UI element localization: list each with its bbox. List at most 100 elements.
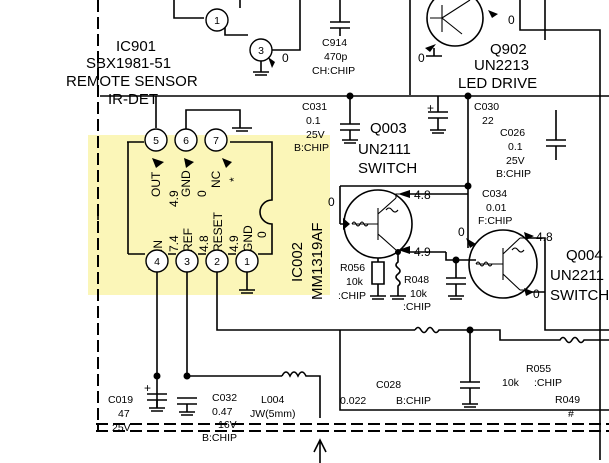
c914-cap xyxy=(330,21,350,36)
q003-wires xyxy=(339,186,468,253)
ic002-ref: IC002 xyxy=(289,242,306,282)
r048-type: :CHIP xyxy=(403,301,431,313)
ic002-pin1-ground xyxy=(239,272,255,294)
r048-ref: R048 xyxy=(404,274,429,286)
q902-body xyxy=(426,0,484,47)
q902-wire xyxy=(409,0,601,460)
c032-cap xyxy=(177,397,197,416)
ic901-ref: IC901 xyxy=(116,38,156,55)
q004-arrow-c xyxy=(524,232,534,240)
ic002-part: MM1319AF xyxy=(309,222,326,300)
r028-wire xyxy=(414,326,609,344)
q004-volt-c: 4.8 xyxy=(536,230,553,244)
ic901-pin6-wire xyxy=(185,109,241,140)
c028-type: B:CHIP xyxy=(396,395,431,407)
ic901-pin7-ground xyxy=(232,127,252,132)
r048-resistor xyxy=(390,252,406,300)
ic901-pin-5-label: 5 xyxy=(153,135,159,147)
top-pin-1-label: 1 xyxy=(214,15,220,27)
q003-internal xyxy=(352,193,400,251)
c028-ref: C028 xyxy=(376,379,401,391)
top-wire-a xyxy=(173,0,204,19)
q004-base-resistor xyxy=(475,261,493,267)
r056-resistor xyxy=(370,258,386,300)
c031-voltage: 25V xyxy=(306,129,325,141)
c034-value: 0.01 xyxy=(486,202,507,214)
c026-voltage: 25V xyxy=(506,155,525,167)
c031-value: 0.1 xyxy=(306,115,321,127)
r049-ref: R049 xyxy=(555,394,580,406)
q003-volt-b: 0 xyxy=(328,195,335,209)
c030-cap xyxy=(428,96,448,134)
q004-body xyxy=(468,229,538,299)
ic002-pin3-volt: 4.8 xyxy=(197,235,211,252)
ic002-pin2-wire xyxy=(216,272,415,331)
q902-ground xyxy=(426,48,442,57)
q003-arrow-b xyxy=(343,218,350,230)
c019-voltage: 25V xyxy=(112,422,131,434)
ic901-pin-6-label: 6 xyxy=(183,135,189,147)
c032-value: 0.47 xyxy=(212,406,233,418)
c914-ref: C914 xyxy=(322,37,347,49)
top-pin-3-label: 3 xyxy=(258,45,264,57)
c032-type: B:CHIP xyxy=(202,432,237,444)
c030-polarity: + xyxy=(427,101,434,115)
q902-part: UN2213 xyxy=(474,57,529,74)
ic901-pin5-volt: 4.9 xyxy=(167,190,181,207)
q003-arrow-c xyxy=(398,190,410,198)
ic901-desc2: IR-DET xyxy=(108,91,158,108)
r055-ref: R055 xyxy=(526,363,551,375)
c019-polarity: + xyxy=(144,381,151,395)
q004-ref: Q004 xyxy=(566,247,603,264)
ic901-pin-5 xyxy=(144,128,168,152)
ic002-outline xyxy=(127,141,273,255)
q902-volt-e: 0 xyxy=(508,13,515,27)
ic002-pin2-name: RESET xyxy=(211,211,225,252)
ic901-pin5-arrow xyxy=(152,158,164,168)
junction-468-186 xyxy=(464,182,472,190)
c026-cap xyxy=(546,110,566,160)
ic002-pin-1-label: 1 xyxy=(244,256,250,268)
q003-volt-c: 4.8 xyxy=(414,188,431,202)
c031-type: B:CHIP xyxy=(294,142,329,154)
r048-value: 10k xyxy=(410,288,428,300)
ic901-pin-6 xyxy=(174,128,198,152)
c032-voltage: 16V xyxy=(218,419,237,431)
r056-value: 10k xyxy=(346,276,364,288)
ic901-pin6-name: GND xyxy=(179,170,193,197)
q004-internal xyxy=(476,237,528,291)
ic901-pin6-volt: 0 xyxy=(195,190,209,197)
q003-desc: SWITCH xyxy=(358,160,417,177)
l004-value: JW(5mm) xyxy=(250,408,296,420)
c026-value: 0.1 xyxy=(508,141,523,153)
c028-value: 0.022 xyxy=(340,395,366,407)
mid-cap xyxy=(446,260,466,300)
r049-value: # xyxy=(568,408,574,420)
c019-value: 47 xyxy=(118,408,130,420)
ic002-pin4-volt: 7.4 xyxy=(167,235,181,252)
r055-type: :CHIP xyxy=(534,377,562,389)
q902-arrow-e xyxy=(488,10,498,18)
q003-ref: Q003 xyxy=(370,120,407,137)
ic901-pin-7-label: 7 xyxy=(213,135,219,147)
c031-cap xyxy=(340,96,360,144)
q902-internal xyxy=(430,0,471,35)
c019-cap xyxy=(147,393,167,412)
junction-c032 xyxy=(183,372,191,380)
ic901-pin7-name: NC xyxy=(209,170,223,188)
q004-part: UN2211 xyxy=(550,267,604,284)
top-pin-1 xyxy=(205,8,229,32)
r055-value: 10k xyxy=(502,377,520,389)
ic002-pin4-name: IN xyxy=(151,240,165,252)
ic002-pin2-volt: 4.9 xyxy=(227,235,241,252)
ic002-pin-2-label: 2 xyxy=(214,256,220,268)
ic901-pin7-arrow xyxy=(222,158,232,168)
c028-cap xyxy=(460,330,480,408)
q003-base-resistor xyxy=(351,221,369,227)
ic901-pin5-name: OUT xyxy=(149,171,163,197)
q902-arrow-b xyxy=(425,44,436,52)
q902-ref: Q902 xyxy=(490,41,527,58)
r056-ref: R056 xyxy=(340,262,365,274)
q003-part: UN2111 xyxy=(358,141,411,158)
